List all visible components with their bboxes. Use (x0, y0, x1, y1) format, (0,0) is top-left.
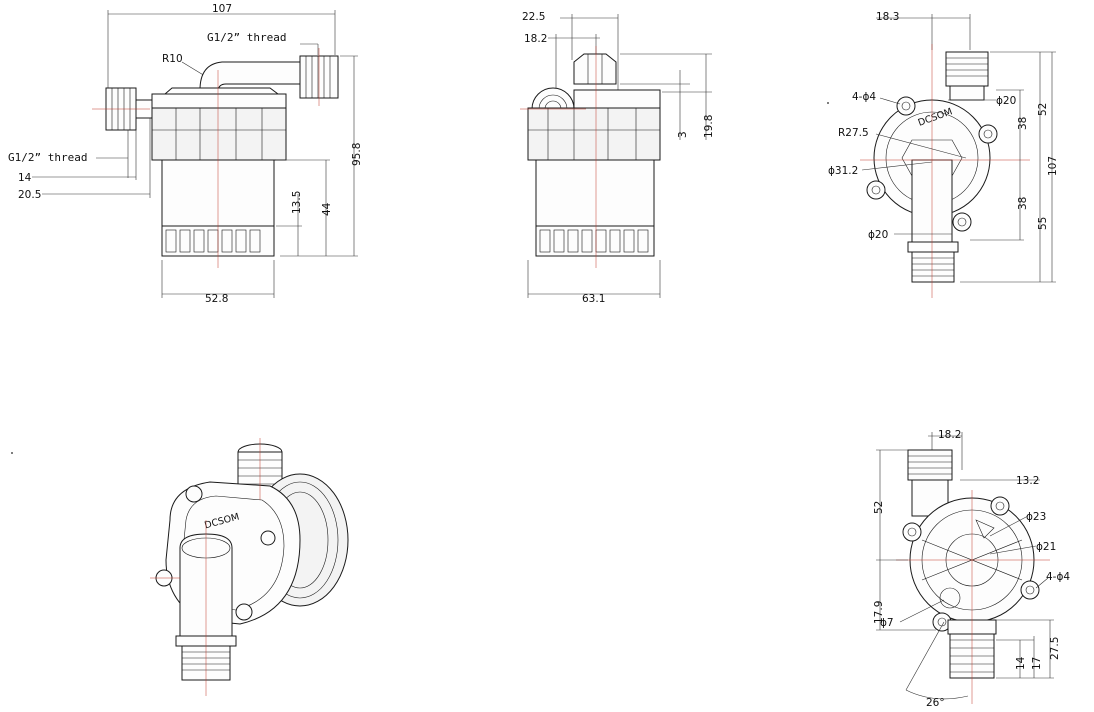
dim-95-8: 95.8 (351, 143, 363, 166)
angle-26: 26° (926, 697, 945, 709)
side-view: 22.5 18.2 (520, 11, 715, 305)
bottom-dim-52: 52 (873, 501, 885, 514)
dim-3: 3 (677, 131, 689, 138)
dim-17: 17 (1031, 657, 1043, 670)
dim-27-5: 27.5 (1049, 637, 1061, 660)
bottom-dim-18-2: 18.2 (938, 429, 961, 441)
thread-label-top: G1/2” thread (207, 31, 286, 44)
dim-14: 14 (18, 172, 32, 184)
dim-13-5: 13.5 (291, 191, 303, 214)
dim-107: 107 (212, 3, 232, 15)
dim-44: 44 (321, 202, 333, 216)
dim-18-3: 18.3 (876, 11, 899, 23)
dim-18-2: 18.2 (524, 33, 547, 45)
bottom-dim-14: 14 (1015, 656, 1027, 670)
dim-107-top: 107 (1047, 156, 1059, 176)
dim-17-9: 17.9 (873, 601, 885, 624)
dia-31-2: ϕ31.2 (828, 165, 858, 177)
dia-21: ϕ21 (1036, 541, 1056, 553)
isometric-view: DCSOM (150, 438, 349, 696)
dim-38-a: 38 (1017, 117, 1029, 130)
dia-20-top: ϕ20 (996, 95, 1016, 107)
dim-13-2: 13.2 (1016, 475, 1039, 487)
dim-22-5: 22.5 (522, 11, 545, 23)
bottom-view: 18.2 13.2 ϕ23 (873, 429, 1070, 709)
radius-27-5: R27.5 (838, 127, 869, 139)
dim-52-8: 52.8 (205, 293, 228, 305)
holes-label: 4-ϕ4 (852, 91, 876, 103)
dim-63-1: 63.1 (582, 293, 605, 305)
dia-23: ϕ23 (1026, 511, 1046, 523)
dim-38-b: 38 (1017, 197, 1029, 210)
front-view: 107 G1/2” thread R10 (8, 3, 363, 305)
top-view: 18.3 DCSOM 4-ϕ4 R27.5 ϕ31.2 (828, 11, 1059, 298)
dim-55: 55 (1037, 217, 1049, 230)
dia-7: ϕ7 (880, 617, 894, 629)
bottom-holes: 4-ϕ4 (1046, 571, 1070, 583)
dim-52: 52 (1037, 103, 1049, 116)
dim-19-8: 19.8 (703, 115, 715, 138)
dia-20-bottom: ϕ20 (868, 229, 888, 241)
dim-20-5: 20.5 (18, 189, 41, 201)
thread-label-left: G1/2” thread (8, 151, 87, 164)
radius-label: R10 (162, 53, 183, 65)
